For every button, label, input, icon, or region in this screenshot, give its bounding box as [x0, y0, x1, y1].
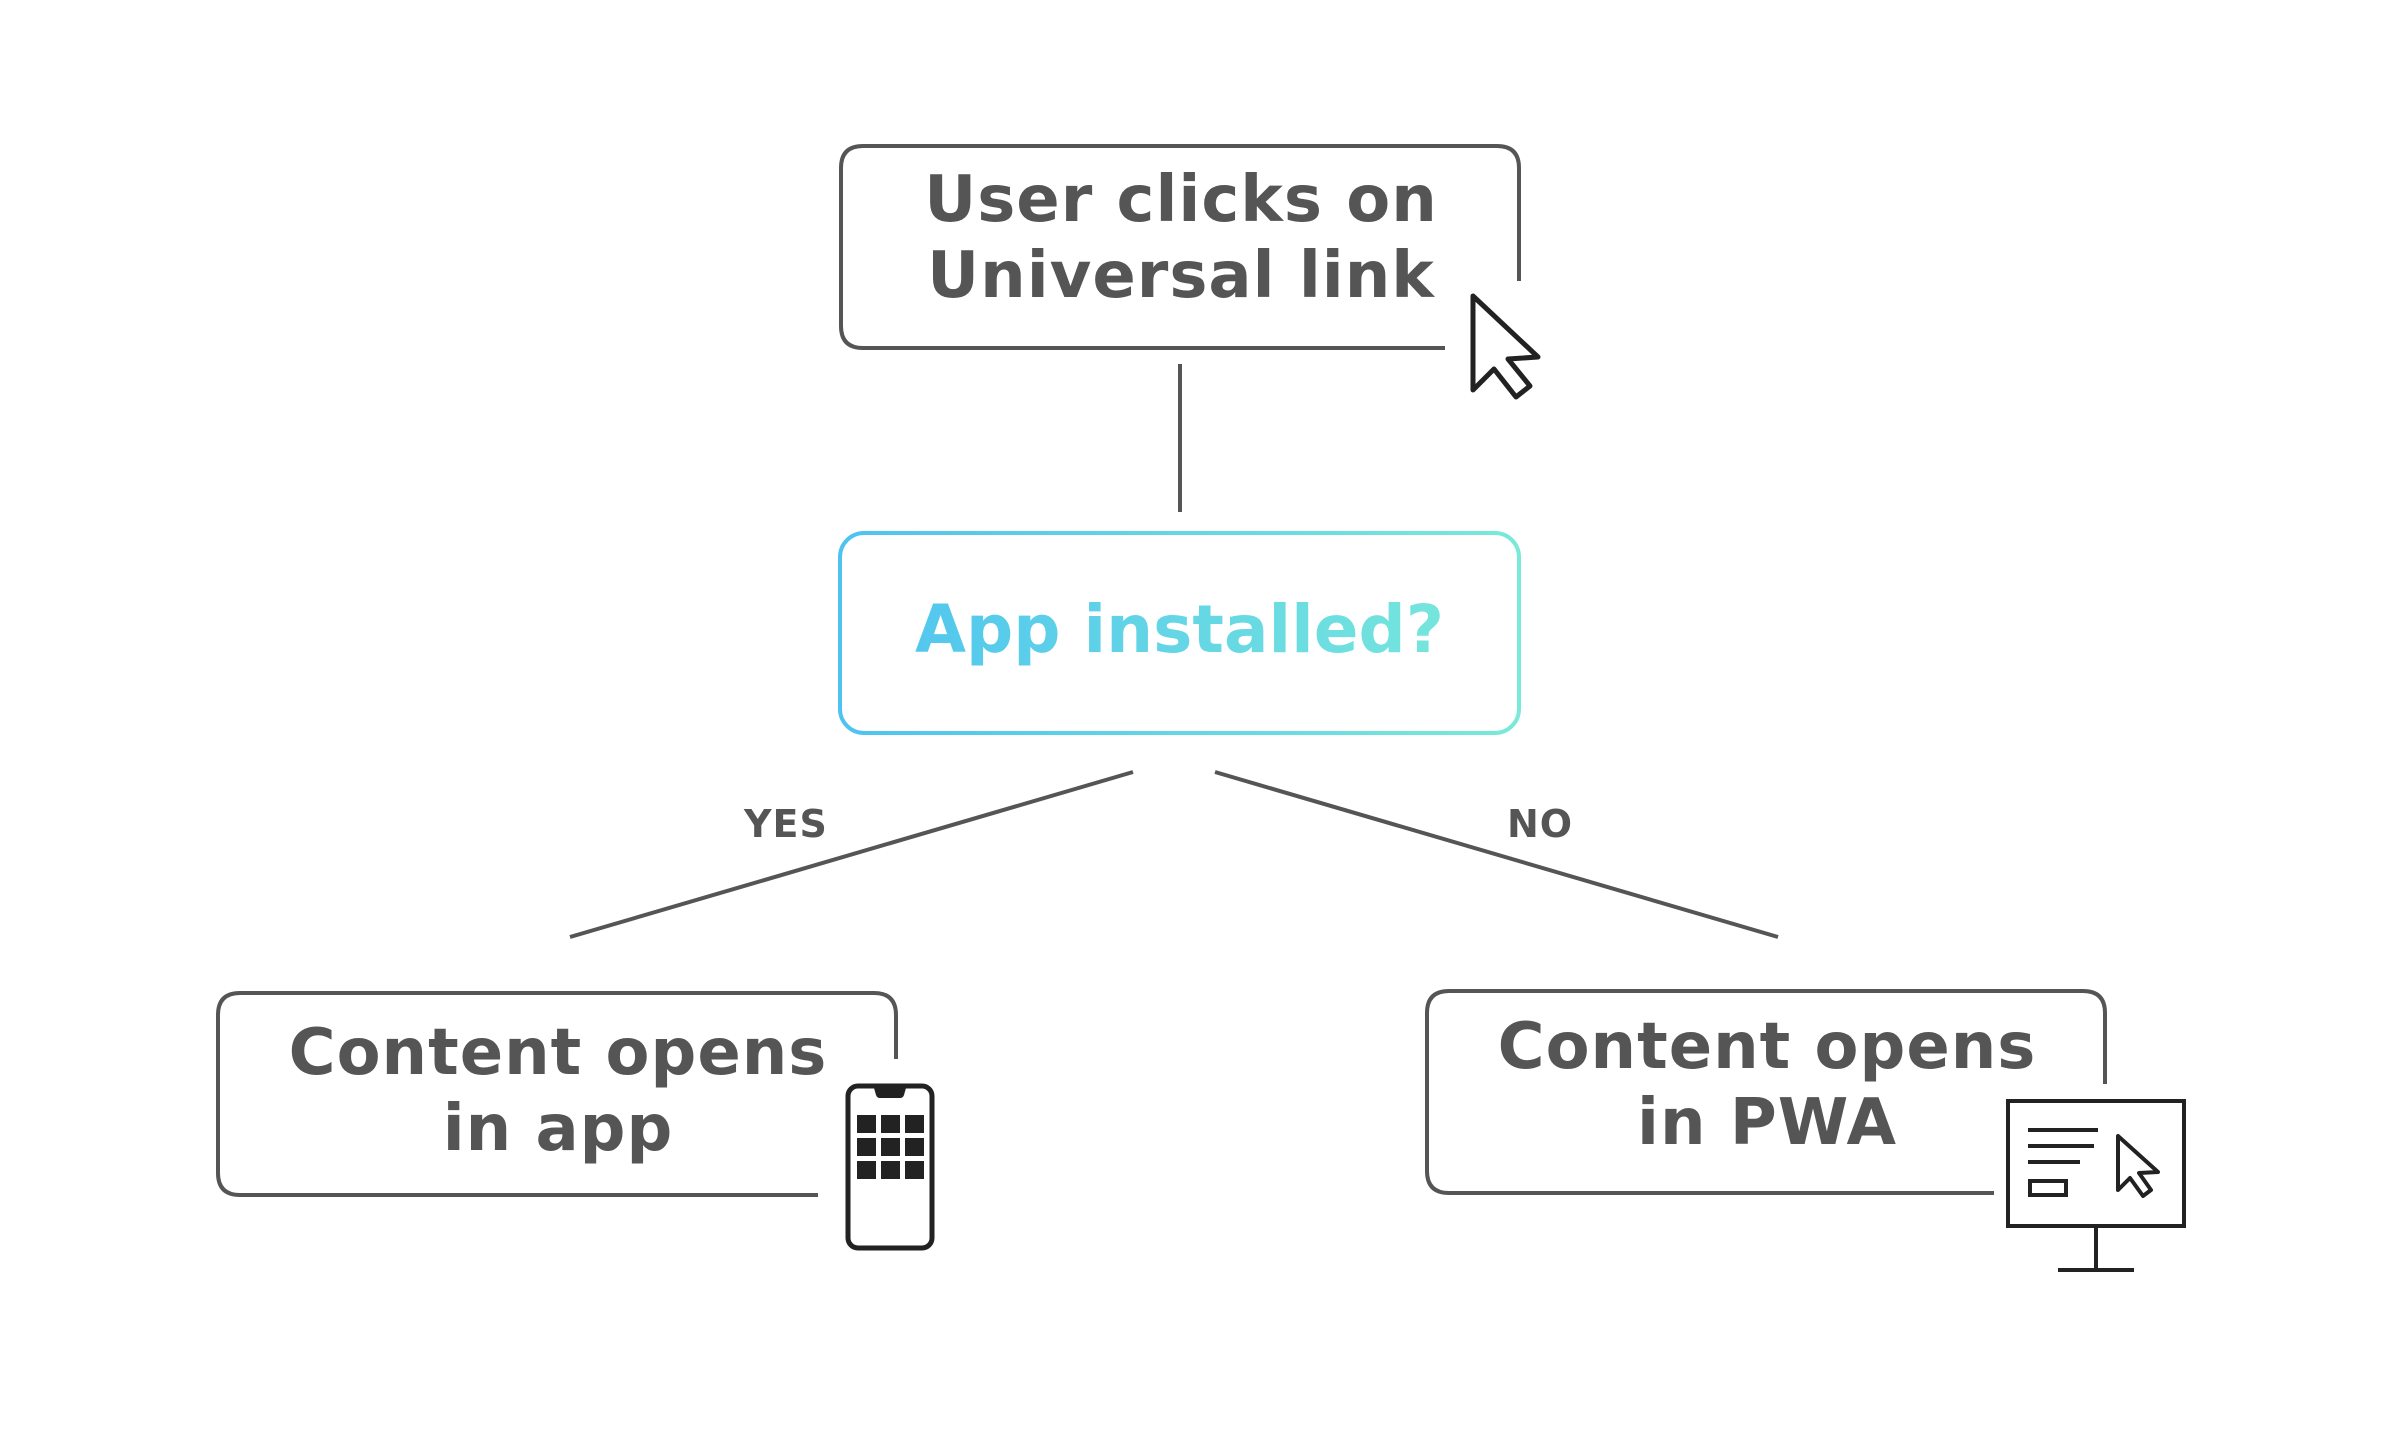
- branch-no-line: [1214, 770, 1779, 939]
- no-outcome-line2: in PWA: [1637, 1086, 1897, 1160]
- start-node-line1: User clicks on: [924, 163, 1438, 237]
- no-outcome-line1: Content opens: [1497, 1010, 2037, 1084]
- yes-outcome-text: Content opens in app: [218, 1015, 898, 1167]
- no-branch-label: NO: [1507, 802, 1574, 846]
- yes-outcome-box: [216, 991, 898, 1197]
- smartphone-icon: [845, 1083, 935, 1251]
- mouse-pointer-icon: [1470, 293, 1541, 400]
- start-node-text: User clicks on Universal link: [841, 162, 1521, 314]
- start-node-line2: Universal link: [927, 239, 1435, 313]
- decision-box: [838, 531, 1521, 735]
- yes-outcome-line2: in app: [442, 1092, 674, 1166]
- yes-outcome-line1: Content opens: [288, 1016, 828, 1090]
- decision-node-text: App installed?: [840, 590, 1519, 670]
- no-outcome-text: Content opens in PWA: [1427, 1009, 2107, 1161]
- no-outcome-box: [1425, 989, 2107, 1195]
- yes-branch-label: YES: [744, 802, 828, 846]
- start-box: [839, 144, 1521, 350]
- desktop-monitor-icon: [2006, 1099, 2186, 1272]
- branch-yes-line: [569, 770, 1134, 939]
